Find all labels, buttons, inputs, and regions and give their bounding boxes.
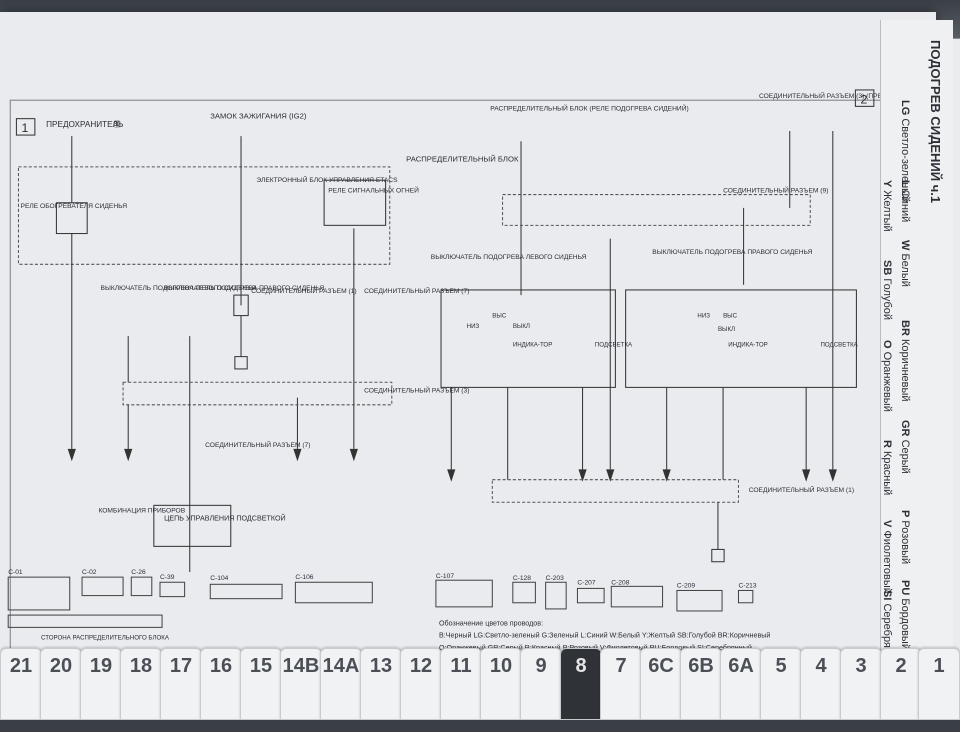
tab-15[interactable]: 15	[240, 648, 282, 720]
indicator-label-r: ИНДИКА-ТОР	[728, 341, 768, 348]
connector-7-label-b: СОЕДИНИТЕЛЬНЫЙ РАЗЪЕМ (7)	[205, 440, 310, 449]
switch-right-label-r: ВЫКЛЮЧАТЕЛЬ ПОДОГРЕВА ПРАВОГО СИДЕНЬЯ	[652, 249, 812, 256]
wire-colors-title: Обозначение цветов проводов:	[439, 619, 543, 627]
wire-colors-line1: B:Черный LG:Светло-зеленый G:Зеленый L:С…	[439, 632, 770, 640]
tab-8[interactable]: 8	[560, 648, 602, 720]
page-title: ПОДОГРЕВ СИДЕНИЙ ч.1	[928, 40, 943, 204]
tab-20[interactable]: 20	[40, 648, 82, 720]
connector-images-left	[7, 576, 373, 628]
tab-6a[interactable]: 6A	[720, 648, 762, 720]
tab-3[interactable]: 3	[840, 648, 882, 720]
tab-7[interactable]: 7	[600, 648, 642, 720]
code-c203: C-203	[546, 575, 564, 582]
code-c209: C-209	[677, 582, 695, 589]
connector-7-label-a: СОЕДИНИТЕЛЬНЫЙ РАЗЪЕМ (7)	[364, 286, 469, 295]
signal-relay-label: РЕЛЕ СИГНАЛЬНЫХ ОГНЕЙ	[328, 186, 419, 195]
color-legend-strip: ПОДОГРЕВ СИДЕНИЙ ч.1 LG Светло-зеленый L…	[880, 20, 953, 674]
tab-13[interactable]: 13	[360, 648, 402, 720]
connector-3-label: СОЕДИНИТЕЛЬНЫЙ РАЗЪЕМ (3)	[364, 386, 469, 395]
tab-12[interactable]: 12	[400, 648, 442, 720]
switch-left-label: ВЫКЛЮЧАТЕЛЬ ПОДОГРЕВА ЛЕВОГО СИДЕНЬЯ	[101, 285, 257, 292]
legend-r: R Красный	[881, 440, 893, 496]
code-c39: C-39	[160, 574, 175, 581]
tab-14b[interactable]: 14B	[280, 648, 322, 720]
legend-p: P Розовый	[899, 510, 911, 565]
code-c107: C-107	[436, 573, 454, 580]
code-c213: C-213	[738, 582, 756, 589]
legend-l: L Синий	[899, 180, 911, 223]
distribution-block-label: РАСПРЕДЕЛИТЕЛЬНЫЙ БЛОК	[406, 155, 519, 164]
tab-6b[interactable]: 6B	[680, 648, 722, 720]
wire-colors-line2: O:Оранжевый GR:Серый R:Красный P:Розовый…	[439, 644, 752, 652]
tab-18[interactable]: 18	[120, 648, 162, 720]
dist-side-label: СТОРОНА РАСПРЕДЕЛИТЕЛЬНОГО БЛОКА	[41, 635, 170, 642]
wiring-diagram: 1 2 ПРЕДОХРАНИТЕЛЬ ㉚ ЗАМОК ЗАЖИГАНИЯ (IG…	[0, 38, 960, 706]
code-c128: C-128	[513, 575, 531, 582]
off-label-l: ВЫКЛ	[513, 323, 530, 330]
code-c208: C-208	[611, 579, 629, 586]
ignition-label: ЗАМОК ЗАЖИГАНИЯ (IG2)	[210, 112, 307, 121]
tab-5[interactable]: 5	[760, 648, 802, 720]
connector-3-fuse-label: СОЕДИНИТЕЛЬНЫЙ РАЗЪЕМ (3) (ПРЕДОХРАНИТЕЛ…	[759, 91, 941, 100]
tab-14a[interactable]: 14A	[320, 648, 362, 720]
code-c104: C-104	[210, 575, 228, 582]
switch-right-label: ВЫКЛЮЧАТЕЛЬ ПОДОГРЕВА ПРАВОГО СИДЕНЬЯ	[164, 285, 324, 292]
sheet-marker-left: 1	[22, 121, 29, 135]
code-c207: C-207	[577, 579, 595, 586]
tab-17[interactable]: 17	[160, 648, 202, 720]
code-c106: C-106	[295, 574, 313, 581]
connector-images-right	[435, 579, 754, 612]
tab-19[interactable]: 19	[80, 648, 122, 720]
tab-1[interactable]: 1	[918, 648, 960, 720]
connector-1-label-b: СОЕДИНИТЕЛЬНЫЙ РАЗЪЕМ (1)	[749, 485, 854, 494]
legend-sb: SB Голубой	[881, 260, 893, 321]
backlight-label-r: ПОДСВЕТКА	[821, 341, 859, 348]
tab-21[interactable]: 21	[0, 648, 42, 720]
low-label-l: НИЗ	[467, 323, 480, 330]
tab-10[interactable]: 10	[480, 648, 522, 720]
high-label-r: ВЫС	[723, 313, 738, 320]
backlight-circuit-label: ЦЕПЬ УПРАВЛЕНИЯ ПОДСВЕТКОЙ	[164, 514, 286, 523]
section-tabs: 21 20 19 18 17 16 15 14B 14A 13 12 11 10…	[0, 640, 960, 720]
instrument-cluster-label: КОМБИНАЦИЯ ПРИБОРОВ	[98, 508, 185, 515]
switch-left-label-r: ВЫКЛЮЧАТЕЛЬ ПОДОГРЕВА ЛЕВОГО СИДЕНЬЯ	[431, 254, 587, 261]
legend-v: V Фиолетовый	[881, 520, 893, 594]
legend-gr: GR Серый	[899, 420, 911, 474]
connector-1-label-a: СОЕДИНИТЕЛЬНЫЙ РАЗЪЕМ (1)	[251, 286, 356, 295]
fuse-left-number: ㉚	[113, 120, 121, 129]
code-c26: C-26	[131, 569, 146, 576]
tab-16[interactable]: 16	[200, 648, 242, 720]
tab-4[interactable]: 4	[800, 648, 842, 720]
heater-relay-label: РЕЛЕ ОБОГРЕВАТЕЛЯ СИДЕНЬЯ	[21, 203, 128, 210]
legend-w: W Белый	[899, 240, 911, 287]
tab-11[interactable]: 11	[440, 648, 482, 720]
connector-9-label: СОЕДИНИТЕЛЬНЫЙ РАЗЪЕМ (9)	[723, 186, 828, 195]
fuse-left-label: ПРЕДОХРАНИТЕЛЬ	[46, 120, 123, 129]
low-label-r: НИЗ	[697, 313, 710, 320]
dist-block-relay-label: РАСПРЕДЕЛИТЕЛЬНЫЙ БЛОК (РЕЛЕ ПОДОГРЕВА С…	[490, 103, 688, 112]
high-label-l: ВЫС	[492, 313, 507, 320]
legend-br: BR Коричневый	[899, 320, 911, 402]
manual-page: 1 2 ПРЕДОХРАНИТЕЛЬ ㉚ ЗАМОК ЗАЖИГАНИЯ (IG…	[0, 12, 960, 706]
tab-6c[interactable]: 6C	[640, 648, 682, 720]
code-c01: C-01	[8, 569, 23, 576]
tab-9[interactable]: 9	[520, 648, 562, 720]
code-c02: C-02	[82, 569, 97, 576]
indicator-label-l: ИНДИКА-ТОР	[513, 341, 552, 348]
tab-2[interactable]: 2	[880, 648, 922, 720]
off-label-r: ВЫКЛ	[718, 326, 735, 333]
legend-y: Y Желтый	[881, 180, 893, 232]
backlight-label-l: ПОДСВЕТКА	[595, 341, 633, 348]
sheet-marker-right: 2	[861, 92, 868, 106]
legend-o: O Оранжевый	[881, 340, 893, 412]
